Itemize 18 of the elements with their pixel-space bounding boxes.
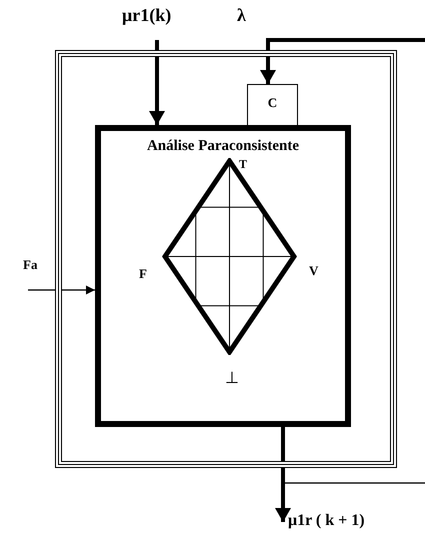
signal-label: μ1r ( k + 1) (288, 512, 365, 530)
lattice-diamond (162, 158, 297, 355)
vertex-label: T (239, 157, 248, 172)
signal-label: λ (237, 5, 246, 26)
block-label: C (266, 95, 278, 111)
arrow (275, 427, 291, 522)
vertex-label: F (139, 266, 147, 282)
arrow (149, 40, 165, 125)
outer-frame (55, 50, 397, 468)
signal-label: μr1(k) (122, 5, 172, 26)
arrow (260, 38, 425, 84)
analysis-block (95, 125, 351, 427)
vertex-label: ⊥ (225, 368, 239, 387)
block-title: Análise Paraconsistente (146, 139, 300, 154)
signal-label: Fa (23, 257, 38, 273)
arrow (28, 286, 95, 294)
vertex-label: V (309, 263, 318, 279)
c-block (247, 84, 298, 126)
